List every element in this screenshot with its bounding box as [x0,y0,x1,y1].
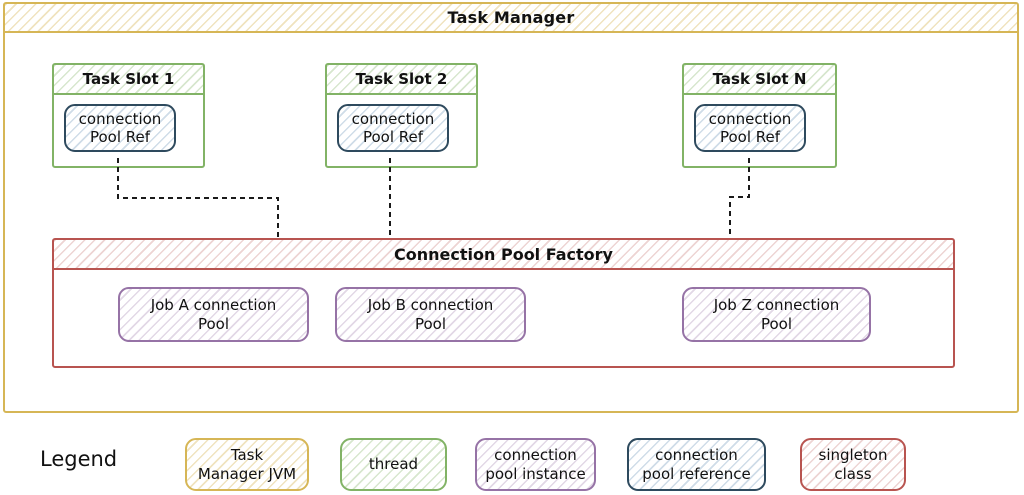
job-z-connection-pool: Job Z connection Pool [682,287,871,342]
task-slot-n: Task Slot N connection Pool Ref [682,63,837,168]
task-manager-header: Task Manager [5,4,1017,33]
task-slot-n-title: Task Slot N [712,70,807,88]
task-slot-1: Task Slot 1 connection Pool Ref [52,63,205,168]
legend-item-thread-line1: thread [368,455,419,473]
job-a-line2: Pool [197,314,230,333]
connection-pool-ref-2: connection Pool Ref [337,104,449,152]
connection-pool-factory-header: Connection Pool Factory [54,240,953,270]
connection-pool-ref-n-line1: connection [708,110,792,128]
legend-item-connection-pool-instance-line1: connection [494,445,577,464]
legend-label: Legend [40,447,118,471]
legend-item-connection-pool-reference-line2: pool reference [642,464,751,483]
job-b-line1: Job B connection [367,295,494,314]
task-slot-2: Task Slot 2 connection Pool Ref [325,63,478,168]
legend-item-singleton-class: singleton class [800,438,906,491]
connection-pool-ref-1: connection Pool Ref [64,104,176,152]
legend-item-connection-pool-reference-line1: connection [655,445,738,464]
task-slot-n-header: Task Slot N [684,65,835,95]
legend-item-connection-pool-instance-line2: pool instance [485,464,586,483]
connection-pool-factory: Connection Pool Factory Job A connection… [52,238,955,368]
connection-pool-ref-1-line1: connection [78,110,162,128]
legend-item-task-manager-jvm-line2: Manager JVM [197,464,297,483]
job-z-line1: Job Z connection [713,295,840,314]
job-b-line2: Pool [414,314,447,333]
legend-item-singleton-class-line1: singleton [818,445,888,464]
job-b-connection-pool: Job B connection Pool [335,287,526,342]
task-slot-2-header: Task Slot 2 [327,65,476,95]
job-a-connection-pool: Job A connection Pool [118,287,309,342]
connection-pool-ref-n-line2: Pool Ref [719,128,781,146]
task-slot-2-title: Task Slot 2 [355,70,448,88]
legend-item-task-manager-jvm: Task Manager JVM [185,438,309,491]
legend-item-singleton-class-line2: class [834,464,872,483]
legend-item-task-manager-jvm-line1: Task [230,445,264,464]
legend-item-connection-pool-reference: connection pool reference [627,438,766,491]
job-a-line1: Job A connection [150,295,277,314]
legend-item-connection-pool-instance: connection pool instance [475,438,596,491]
task-slot-1-title: Task Slot 1 [82,70,175,88]
task-slot-1-header: Task Slot 1 [54,65,203,95]
connection-pool-ref-n: connection Pool Ref [694,104,806,152]
legend-item-thread: thread [340,438,447,491]
task-manager-title: Task Manager [447,8,575,27]
connection-pool-ref-2-line2: Pool Ref [362,128,424,146]
job-z-line2: Pool [760,314,793,333]
connection-pool-factory-title: Connection Pool Factory [394,244,613,264]
connection-pool-ref-2-line1: connection [351,110,435,128]
connection-pool-ref-1-line2: Pool Ref [89,128,151,146]
